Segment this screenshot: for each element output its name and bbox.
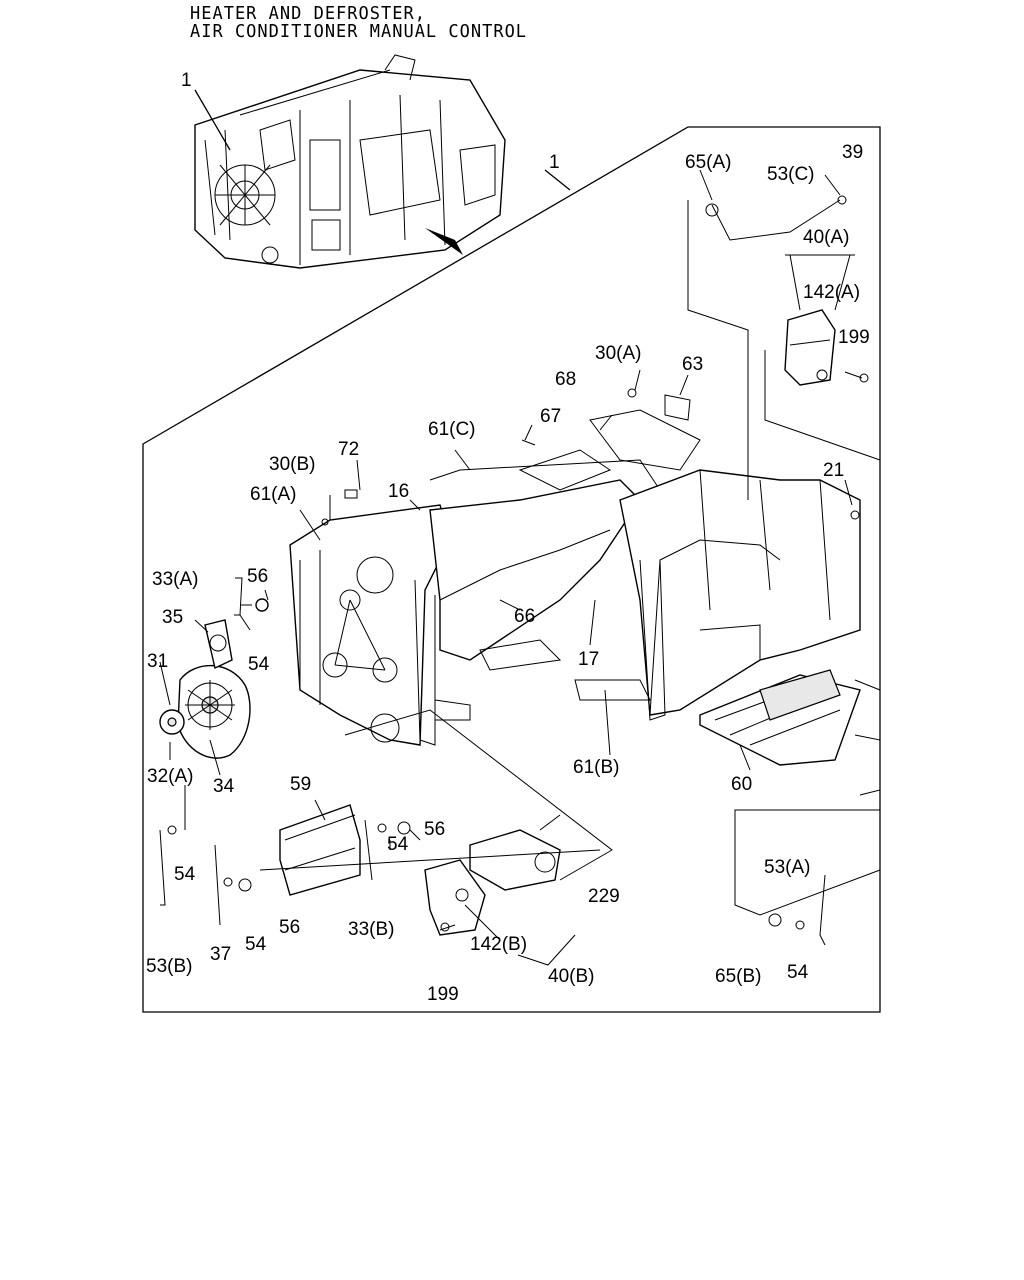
- callout-33a: 33(A): [152, 569, 198, 590]
- callout-54-mid: 54: [387, 834, 409, 855]
- callout-59: 59: [290, 774, 311, 795]
- callout-142b: 142(B): [470, 934, 527, 955]
- heater-unit-housing: [289, 409, 861, 746]
- callout-34: 34: [213, 776, 235, 797]
- callout-72: 72: [338, 439, 359, 460]
- filter-and-drain-parts: [279, 669, 861, 896]
- callout-labels: 1 1 65(A) 53(C) 39 40(A) 142(A) 199 30(A…: [146, 70, 870, 1005]
- exploded-view-frame: [142, 126, 881, 1013]
- callout-229: 229: [588, 886, 620, 907]
- callout-16: 16: [388, 481, 409, 502]
- callout-68: 68: [555, 369, 576, 390]
- callout-61a: 61(A): [250, 484, 296, 505]
- callout-54-low: 54: [245, 934, 267, 955]
- callout-40b: 40(B): [548, 966, 594, 987]
- diagram-title-line-2: AIR CONDITIONER MANUAL CONTROL: [190, 21, 528, 43]
- callout-199-bottom: 199: [427, 984, 459, 1005]
- callout-65a: 65(A): [685, 152, 731, 173]
- callout-40a: 40(A): [803, 227, 849, 248]
- callout-32a: 32(A): [147, 766, 193, 787]
- callout-53c: 53(C): [767, 164, 815, 185]
- callout-142a: 142(A): [803, 282, 860, 303]
- callout-31: 31: [147, 651, 168, 672]
- callout-67: 67: [540, 406, 561, 427]
- callout-61c: 61(C): [428, 419, 476, 440]
- callout-56-top: 56: [247, 566, 268, 587]
- callout-33b: 33(B): [348, 919, 394, 940]
- callout-56-mid: 56: [424, 819, 445, 840]
- callout-54-top: 54: [248, 654, 270, 675]
- callout-54-left: 54: [174, 864, 196, 885]
- leader-lines: [159, 169, 881, 966]
- callout-1-frame: 1: [549, 152, 560, 173]
- callout-60: 60: [731, 774, 752, 795]
- actuator-parts: [424, 829, 561, 936]
- callout-30a: 30(A): [595, 343, 641, 364]
- callout-53b: 53(B): [146, 956, 192, 977]
- leader-1-frame: [544, 169, 571, 191]
- callout-54-right: 54: [787, 962, 809, 983]
- callout-17: 17: [578, 649, 599, 670]
- callout-199-top: 199: [838, 327, 870, 348]
- callout-56-low: 56: [279, 917, 300, 938]
- callout-61b: 61(B): [573, 757, 619, 778]
- callout-39: 39: [842, 142, 863, 163]
- callout-35: 35: [162, 607, 183, 628]
- blower-fan-assembly: [159, 577, 269, 759]
- callout-1-overview: 1: [181, 70, 192, 91]
- actuator-142a: [784, 309, 869, 386]
- callout-30b: 30(B): [269, 454, 315, 475]
- callout-63: 63: [682, 354, 703, 375]
- link-rods: [159, 195, 860, 946]
- callout-65b: 65(B): [715, 966, 761, 987]
- diagram-title-line-1: HEATER AND DEFROSTER,: [190, 3, 426, 25]
- callout-21: 21: [823, 460, 844, 481]
- leader-1-top: [194, 89, 231, 151]
- overview-assembly: [194, 54, 506, 269]
- callout-53a: 53(A): [764, 857, 810, 878]
- callout-66: 66: [514, 606, 535, 627]
- callout-37: 37: [210, 944, 231, 965]
